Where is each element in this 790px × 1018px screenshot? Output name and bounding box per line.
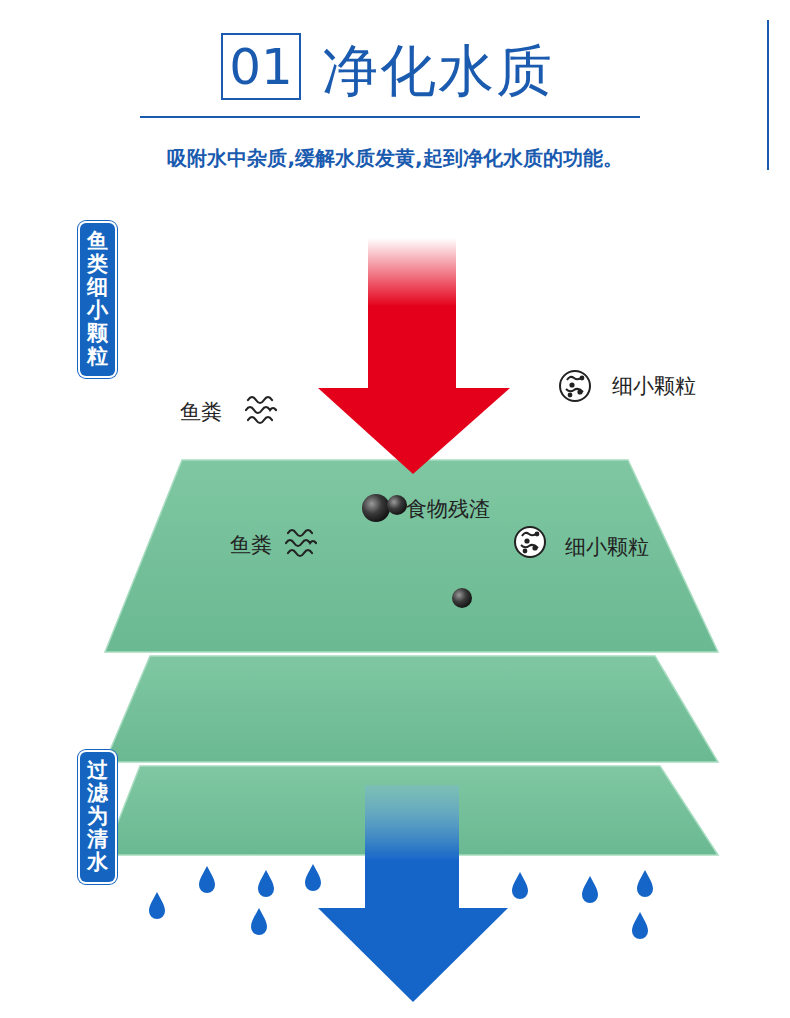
item-label: 细小颗粒 (565, 533, 649, 561)
tag-text: 过滤为清水 (87, 759, 108, 874)
item-label: 鱼粪 (230, 531, 272, 559)
subtitle: 吸附水中杂质,缓解水质发黄,起到净化水质的功能。 (167, 145, 622, 172)
tag-text: 鱼类细小颗粒 (87, 230, 108, 369)
side-tag: 鱼类细小颗粒 (80, 223, 115, 376)
item-label: 细小颗粒 (612, 372, 696, 400)
side-tag: 过滤为清水 (80, 752, 115, 882)
number-box: 01 (221, 33, 301, 100)
item-label: 鱼粪 (180, 398, 222, 426)
item-label: 食物残渣 (406, 495, 490, 523)
section-number: 01 (229, 42, 293, 92)
heading: 净化水质 (322, 34, 554, 110)
